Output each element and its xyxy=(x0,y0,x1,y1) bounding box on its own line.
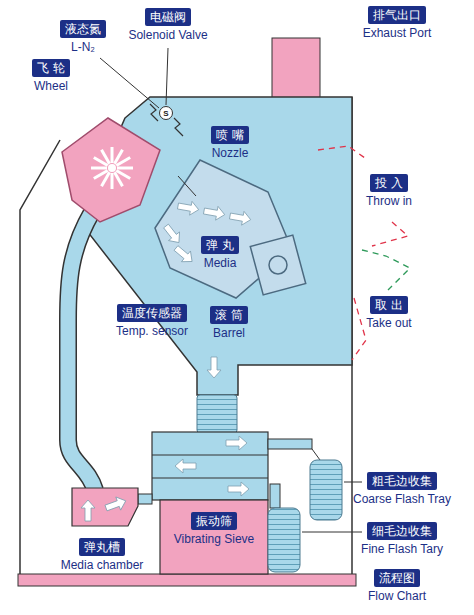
label-tag: 温度传感器 xyxy=(117,304,187,322)
label-caption: Exhaust Port xyxy=(363,26,432,40)
door-swing-line xyxy=(318,146,365,158)
label-tag: 取 出 xyxy=(370,296,408,314)
callout-label: 液态氮 L-N₂ xyxy=(60,20,106,54)
callout-label: 温度传感器 Temp. sensor xyxy=(116,304,188,338)
fan-blade xyxy=(117,167,133,170)
flow-arrow xyxy=(228,482,249,496)
label-tag: 振动筛 xyxy=(191,512,237,530)
exhaust-pipe xyxy=(272,38,320,98)
label-tag: 投 入 xyxy=(370,174,408,192)
callout-label: 流程图 Flow Chart xyxy=(368,569,426,603)
fan-blade xyxy=(102,150,110,164)
fan-blade xyxy=(116,158,130,166)
label-tag: 粗毛边收集 xyxy=(367,472,437,490)
coarse-tray xyxy=(310,460,342,520)
label-tag: 飞 轮 xyxy=(32,59,70,77)
label-tag: 液态氮 xyxy=(60,20,106,38)
flow-arrow xyxy=(81,500,95,521)
callout-label: 细毛边收集 Fine Flash Tary xyxy=(361,522,443,556)
label-caption: Solenoid Valve xyxy=(128,28,207,42)
flow-arrow xyxy=(207,357,221,378)
door-swing-line xyxy=(362,250,410,290)
callout-label: 电磁阀 Solenoid Valve xyxy=(128,8,207,42)
label-caption: Vibrating Sieve xyxy=(174,532,255,546)
wheel-housing xyxy=(62,118,160,222)
flow-arrow xyxy=(175,459,196,473)
callout-label: 取 出 Take out xyxy=(366,296,411,330)
fan-blade xyxy=(94,171,108,179)
fan-hub xyxy=(108,164,116,172)
flow-arrow xyxy=(160,222,184,247)
flow-arrow xyxy=(229,209,252,226)
barrel-motor xyxy=(250,235,305,295)
leader-line xyxy=(100,58,159,108)
duct xyxy=(268,439,312,449)
fine-tray xyxy=(268,508,300,572)
label-tag: 滚 筒 xyxy=(210,306,248,324)
duct xyxy=(270,484,280,508)
base-bar xyxy=(18,574,356,586)
label-caption: Wheel xyxy=(34,79,68,93)
door-swing-line xyxy=(372,222,408,246)
callout-label: 粗毛边收集 Coarse Flash Tray xyxy=(353,472,451,506)
label-tag: 电磁阀 xyxy=(145,8,191,26)
callout-label: 滚 筒 Barrel xyxy=(210,306,248,340)
solenoid-symbol xyxy=(160,107,173,120)
bellows xyxy=(197,395,237,433)
label-tag: 弹丸槽 xyxy=(79,538,125,556)
sieve-layer xyxy=(152,455,268,456)
fan-blade xyxy=(91,167,107,170)
duct xyxy=(312,449,320,460)
sieve-box xyxy=(152,432,268,500)
vibrating-base xyxy=(160,500,268,574)
label-tag: 弹 丸 xyxy=(201,236,239,254)
label-caption: Take out xyxy=(366,316,411,330)
callout-label: 振动筛 Vibrating Sieve xyxy=(174,512,255,546)
leader-line xyxy=(166,48,168,105)
label-caption: Coarse Flash Tray xyxy=(353,492,451,506)
label-caption: Media xyxy=(204,256,237,270)
media-chamber xyxy=(72,488,138,526)
frame-line xyxy=(20,140,60,575)
fan-blades xyxy=(91,147,133,189)
return-pipe xyxy=(68,212,95,490)
sieve-layer xyxy=(152,478,268,479)
label-caption: L-N₂ xyxy=(71,40,95,54)
label-caption: Temp. sensor xyxy=(116,324,188,338)
door-swing-line xyxy=(352,298,366,360)
label-tag: 喷 嘴 xyxy=(211,126,249,144)
label-tag: 细毛边收集 xyxy=(367,522,437,540)
callout-label: 喷 嘴 Nozzle xyxy=(211,126,249,160)
label-caption: Fine Flash Tary xyxy=(361,542,443,556)
nozzle-tip xyxy=(178,176,196,196)
symbol-letter: S xyxy=(163,109,168,118)
label-caption: Nozzle xyxy=(212,146,249,160)
callout-label: 投 入 Throw in xyxy=(366,174,412,208)
fan-blade xyxy=(115,172,123,186)
fan-blade xyxy=(111,173,114,189)
lightning-symbol xyxy=(174,118,183,136)
callout-label: 排气出口 Exhaust Port xyxy=(363,6,432,40)
label-caption: Media chamber xyxy=(61,558,144,572)
label-caption: Barrel xyxy=(213,326,245,340)
lightning-symbol xyxy=(150,104,158,121)
callout-label: 弹 丸 Media xyxy=(201,236,239,270)
flow-arrow xyxy=(104,494,129,514)
return-pipe xyxy=(68,212,95,490)
callout-label: 弹丸槽 Media chamber xyxy=(61,538,144,572)
flow-arrow xyxy=(203,204,226,221)
leader-line xyxy=(302,532,362,533)
label-caption: Throw in xyxy=(366,194,412,208)
barrel-axis xyxy=(269,256,287,274)
flow-arrow xyxy=(177,199,200,216)
label-tag: 排气出口 xyxy=(368,6,426,24)
callout-label: 飞 轮 Wheel xyxy=(32,59,70,93)
fan-blade xyxy=(111,147,114,163)
label-tag: 流程图 xyxy=(374,569,420,587)
duct xyxy=(138,494,152,504)
flow-arrow xyxy=(226,436,247,450)
flow-arrow xyxy=(172,243,197,267)
leader-line xyxy=(344,482,362,483)
label-caption: Flow Chart xyxy=(368,589,426,603)
